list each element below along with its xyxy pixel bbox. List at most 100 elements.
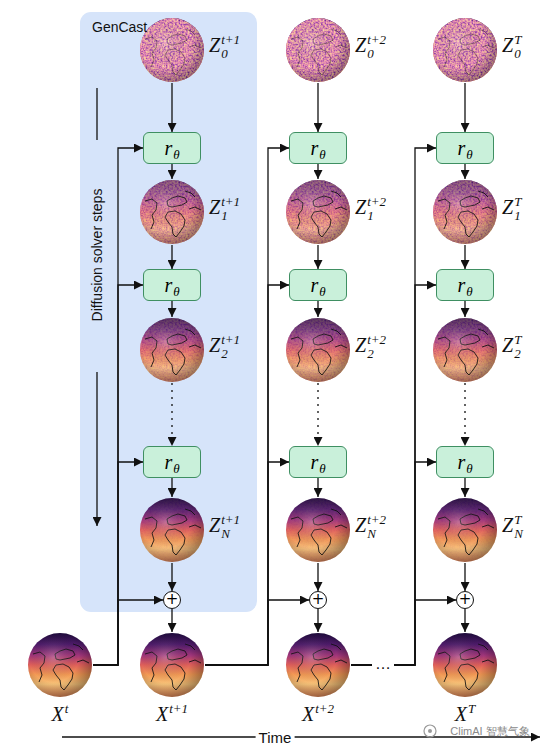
denoiser-box: rθ [436,132,494,164]
function-name: r [457,274,465,296]
axis-label: Time [256,729,295,746]
superscript: t+1 [221,513,240,527]
superscript: t+2 [315,701,334,716]
flow-arrow [171,164,172,179]
denoiser-box: rθ [289,269,347,301]
flow-arrow [351,462,436,665]
subscript: N [367,527,386,541]
globe-image [285,317,351,383]
watermark-icon [424,725,436,737]
variable-name: X [52,703,64,725]
flow-arrow [205,285,289,665]
flow-arrow [317,301,318,317]
superscript: T [514,33,521,47]
variable-name: Z [355,34,366,56]
subscript: θ [466,147,472,162]
globe-image [432,17,498,83]
denoiser-box: rθ [436,446,494,478]
variable-name: Z [355,334,366,356]
latent-globe: ZTN [432,497,498,563]
latent-globe: Zt+2N [285,497,351,563]
variable-name: Z [209,514,220,536]
variable-name: Z [502,34,513,56]
flow-arrow [171,609,172,632]
flow-arrow [464,164,465,179]
globe-image [285,632,351,698]
globe-image [432,632,498,698]
latent-globe: ZT2 [432,317,498,383]
superscript: t [65,701,69,716]
variable-name: Z [502,196,513,218]
subscript: N [221,527,240,541]
superscript: t+1 [221,333,240,347]
globe-image [139,317,205,383]
superscript: T [514,333,521,347]
superscript: T [468,701,475,716]
function-name: r [164,451,172,473]
superscript: T [514,513,523,527]
ellipsis: … [372,655,394,673]
subscript: 0 [514,47,521,61]
flow-arrow [351,285,436,665]
latent-globe: Zt+22 [285,317,351,383]
flow-arrow [351,148,436,665]
latent-globe: Zt+20 [285,17,351,83]
variable-name: Z [209,196,220,218]
flow-arrow [171,83,172,132]
superscript: t+2 [367,333,386,347]
flow-arrow [171,245,172,269]
superscript: T [514,195,521,209]
superscript: t+1 [169,701,188,716]
plus-sign: + [166,592,179,607]
flow-arrow [317,563,318,591]
sum-node: + [456,591,474,609]
panel-ground [80,12,257,612]
flow-arrow [171,301,172,317]
subscript: θ [319,461,325,476]
globe-image [139,497,205,563]
globe-image [139,17,205,83]
superscript: t+2 [367,513,386,527]
globe-image [139,179,205,245]
flow-arrow [464,383,465,446]
subscript: 0 [367,47,386,61]
state-globe: XT [432,632,498,698]
subscript: θ [173,147,179,162]
watermark: ClimAI 智慧气象 [447,724,532,739]
model-panel: Zt+10rθZt+11rθZt+12rθZt+1N+GenCastDiffus… [80,12,257,612]
flow-arrow [317,245,318,269]
variable-name: X [156,703,168,725]
flow-arrow [464,609,465,632]
variable-name: X [302,703,314,725]
flow-arrow [464,563,465,591]
subscript: 2 [367,347,386,361]
flow-arrow [317,83,318,132]
denoiser-box: rθ [143,269,201,301]
subscript: 2 [221,347,240,361]
function-name: r [164,137,172,159]
state-globe: Xt+2 [285,632,351,698]
superscript: t+1 [221,195,240,209]
subscript: θ [173,461,179,476]
flow-arrow [464,301,465,317]
function-name: r [310,451,318,473]
superscript: t+1 [221,33,240,47]
flow-arrow [317,164,318,179]
denoiser-box: rθ [289,446,347,478]
subscript: 2 [514,347,521,361]
function-name: r [457,451,465,473]
variable-name: Z [209,334,220,356]
flow-arrow [464,83,465,132]
subscript: 1 [514,209,521,223]
flow-arrow [317,383,318,446]
globe-image [432,317,498,383]
globe-image [27,632,93,698]
function-name: r [164,274,172,296]
latent-globe: ZT1 [432,179,498,245]
steps-arrow [96,88,97,140]
function-name: r [457,137,465,159]
variable-name: Z [209,34,220,56]
globe-image [285,497,351,563]
subscript: θ [466,461,472,476]
panel-title: GenCast [92,19,147,35]
